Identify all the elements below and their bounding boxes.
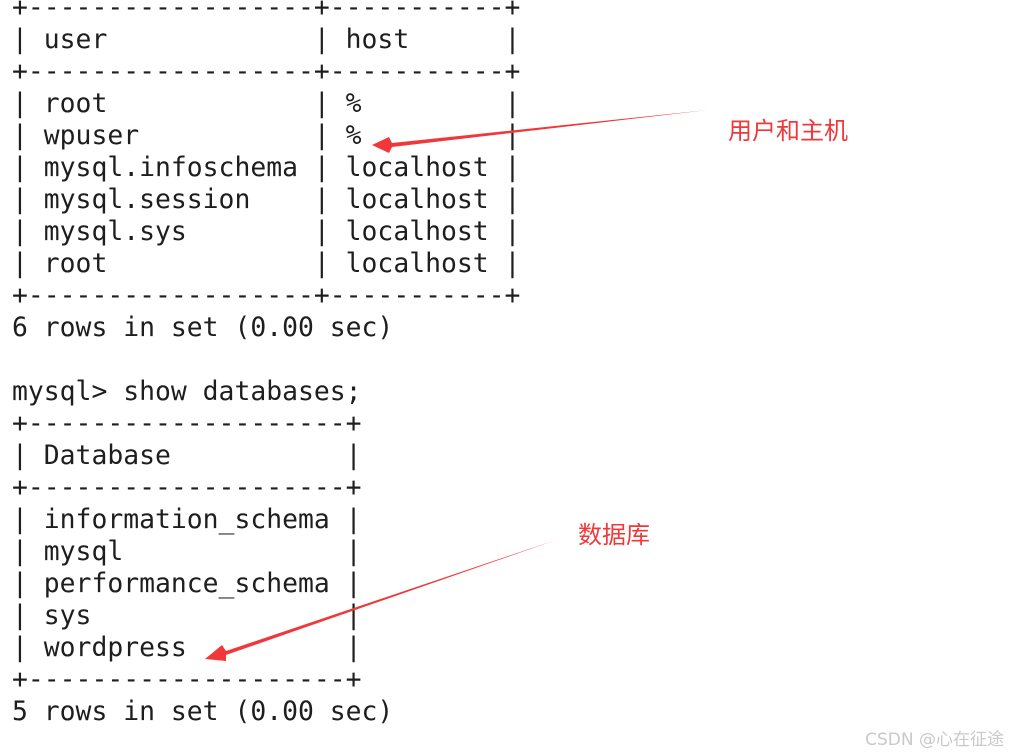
table-border-line: +--------------------+ <box>12 408 362 439</box>
table-row: | mysql | <box>12 536 362 567</box>
annotation-label-database: 数据库 <box>578 521 650 549</box>
table-row: | root | % | <box>12 88 521 119</box>
table-row: | mysql.sys | localhost | <box>12 216 521 247</box>
command-line: mysql> show databases; <box>12 376 362 407</box>
result-summary: 5 rows in set (0.00 sec) <box>12 696 394 727</box>
table-header-row: | user | host | <box>12 24 521 55</box>
table-row: | mysql.session | localhost | <box>12 184 521 215</box>
table-header-row: | Database | <box>12 440 362 471</box>
watermark: CSDN @心在征途 <box>865 730 1004 750</box>
result-summary: 6 rows in set (0.00 sec) <box>12 312 394 343</box>
table-border-line: +--------------------+ <box>12 472 362 503</box>
table-row: | root | localhost | <box>12 248 521 279</box>
table-row: | performance_schema | <box>12 568 362 599</box>
table-row: | mysql.infoschema | localhost | <box>12 152 521 183</box>
table-border-line: +------------------+-----------+ <box>12 0 521 23</box>
terminal-output: +------------------+-----------+ | user … <box>12 0 632 752</box>
annotation-label-user-host: 用户和主机 <box>728 117 848 145</box>
table-border-line: +------------------+-----------+ <box>12 56 521 87</box>
table-border-line: +--------------------+ <box>12 664 362 695</box>
table-row: | wpuser | % | <box>12 120 521 151</box>
table-row: | wordpress | <box>12 632 362 663</box>
table-border-line: +------------------+-----------+ <box>12 280 521 311</box>
table-row: | information_schema | <box>12 504 362 535</box>
table-row: | sys | <box>12 600 362 631</box>
